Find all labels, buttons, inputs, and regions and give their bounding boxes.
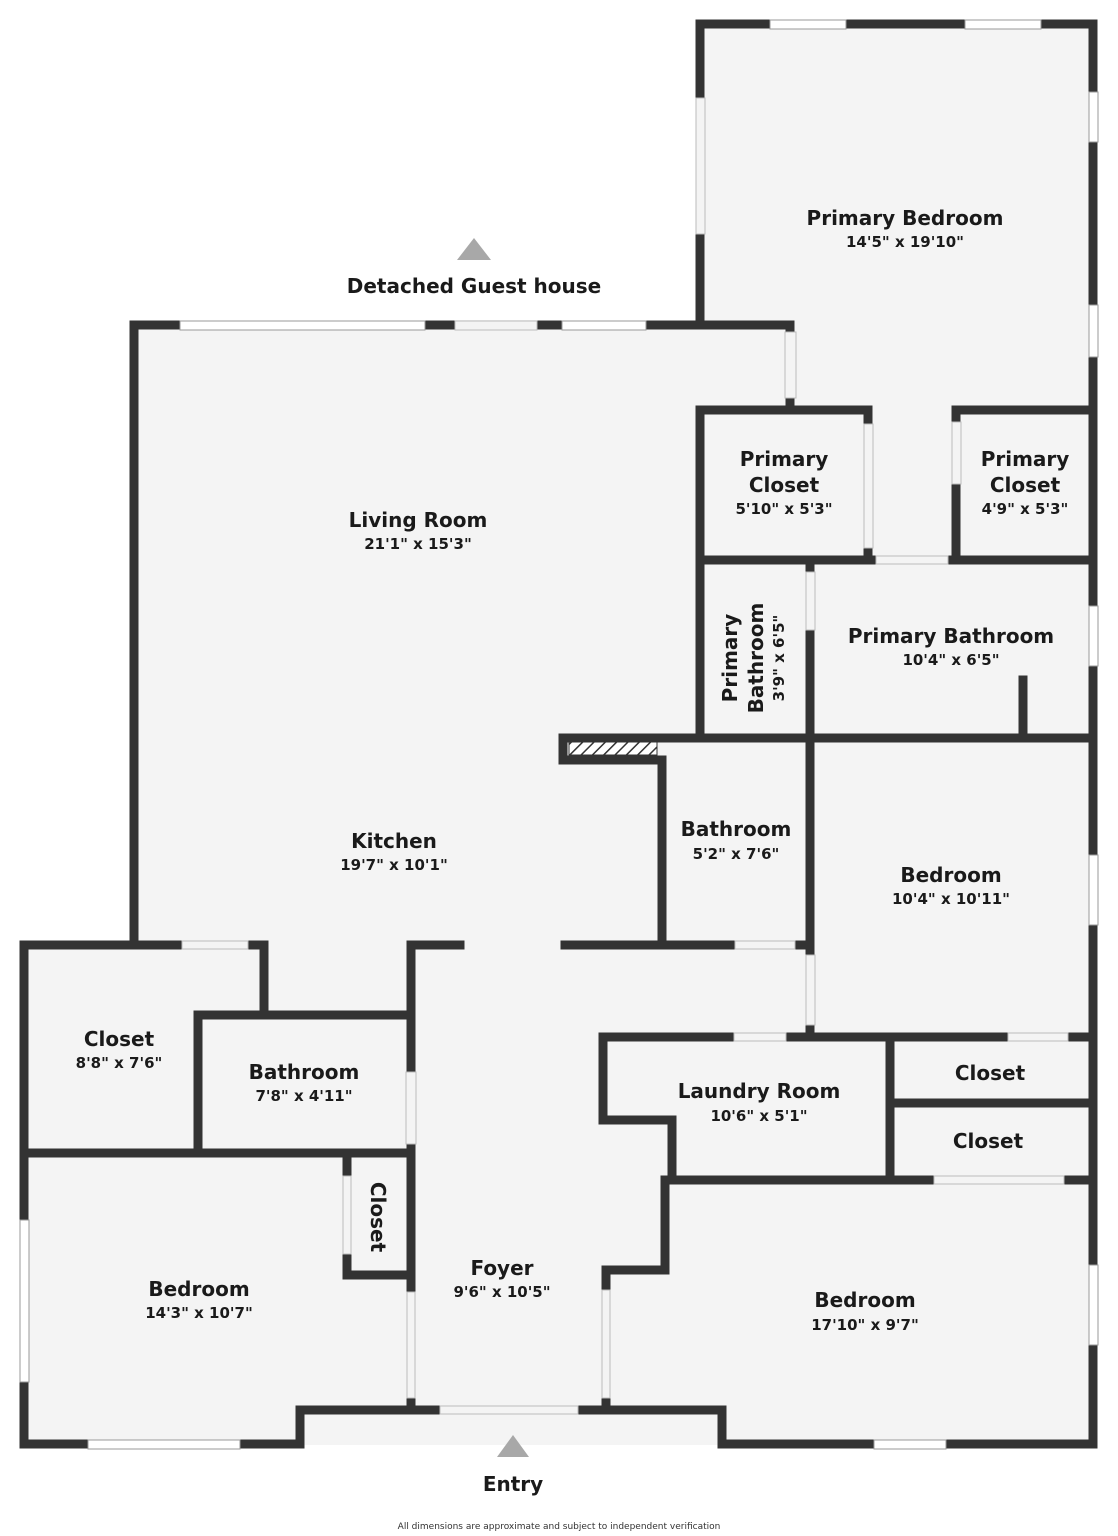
room-name: Closet [990, 473, 1061, 497]
door-outlines [181, 97, 1069, 1415]
room-bathroom-left: Bathroom 7'8" x 4'11" [249, 1060, 360, 1105]
room-name: Closet [953, 1129, 1024, 1153]
footnote: All dimensions are approximate and subje… [398, 1522, 721, 1532]
room-dimensions: 4'9" x 5'3" [982, 500, 1069, 518]
room-name: Bedroom [900, 863, 1001, 887]
room-primary-closet-right: Primary Closet 4'9" x 5'3" [981, 447, 1070, 518]
room-closet-right-bottom: Closet [953, 1129, 1024, 1153]
room-name: Closet [84, 1027, 155, 1051]
room-name: Bathroom [744, 603, 768, 714]
hatched-fixture [568, 741, 658, 756]
window [1088, 91, 1099, 143]
room-name: Closet [749, 473, 820, 497]
window [1088, 304, 1099, 358]
room-bedroom-bottom-right: Bedroom 17'10" x 9'7" [811, 1288, 919, 1334]
room-name: Bedroom [814, 1288, 915, 1312]
room-foyer: Foyer 9'6" x 10'5" [453, 1256, 550, 1301]
room-bathroom-center: Bathroom 5'2" x 7'6" [681, 817, 792, 863]
room-dimensions: 5'10" x 5'3" [735, 500, 832, 518]
guest-house-arrow-icon [457, 238, 491, 260]
window [769, 19, 847, 30]
window [1088, 605, 1099, 667]
entry-arrow-icon [497, 1435, 529, 1457]
room-dimensions: 21'1" x 15'3" [364, 535, 472, 553]
room-name: Closet [366, 1182, 390, 1253]
window [87, 1439, 241, 1450]
room-dimensions: 9'6" x 10'5" [453, 1283, 550, 1301]
room-kitchen: Kitchen 19'7" x 10'1" [340, 829, 448, 874]
room-name: Laundry Room [678, 1079, 841, 1103]
room-bedroom-right: Bedroom 10'4" x 10'11" [892, 863, 1010, 908]
room-dimensions: 14'3" x 10'7" [145, 1304, 253, 1322]
window [19, 1219, 30, 1383]
window [1088, 854, 1099, 926]
room-closet-right-top: Closet [955, 1061, 1026, 1085]
room-dimensions: 10'4" x 10'11" [892, 890, 1010, 908]
window [179, 320, 426, 331]
room-dimensions: 3'9" x 6'5" [770, 615, 788, 702]
room-primary-closet-left: Primary Closet 5'10" x 5'3" [735, 447, 832, 518]
room-dimensions: 8'8" x 7'6" [76, 1054, 163, 1072]
room-name: Primary [718, 614, 742, 703]
room-laundry-room: Laundry Room 10'6" x 5'1" [678, 1079, 841, 1125]
room-name: Primary Bathroom [848, 624, 1054, 648]
room-name: Living Room [349, 508, 488, 532]
room-dimensions: 10'6" x 5'1" [710, 1107, 807, 1125]
room-name: Bathroom [249, 1060, 360, 1084]
room-dimensions: 14'5" x 19'10" [846, 233, 964, 251]
room-dimensions: 10'4" x 6'5" [902, 651, 999, 669]
room-name: Bedroom [148, 1277, 249, 1301]
floor-area [24, 24, 1095, 1445]
room-closet-left: Closet 8'8" x 7'6" [76, 1027, 163, 1072]
room-dimensions: 7'8" x 4'11" [255, 1087, 352, 1105]
room-name: Primary [740, 447, 829, 471]
room-primary-bedroom: Primary Bedroom 14'5" x 19'10" [807, 206, 1004, 251]
door-openings [182, 98, 1068, 1415]
room-closet-small: Closet [366, 1182, 390, 1253]
room-primary-bathroom-small: Primary Bathroom 3'9" x 6'5" [718, 603, 788, 714]
entry-label: Entry [483, 1472, 543, 1496]
room-name: Primary [981, 447, 1070, 471]
room-bedroom-left: Bedroom 14'3" x 10'7" [145, 1277, 253, 1322]
room-primary-bathroom: Primary Bathroom 10'4" x 6'5" [848, 624, 1054, 669]
room-name: Kitchen [351, 829, 437, 853]
window [1088, 1264, 1099, 1346]
room-name: Closet [955, 1061, 1026, 1085]
room-name: Bathroom [681, 817, 792, 841]
windows [19, 19, 1099, 1450]
room-name: Primary Bedroom [807, 206, 1004, 230]
guest-house-label: Detached Guest house [347, 274, 602, 298]
room-dimensions: 19'7" x 10'1" [340, 856, 448, 874]
window [873, 1439, 947, 1450]
room-name: Foyer [470, 1256, 533, 1280]
room-living-room: Living Room 21'1" x 15'3" [349, 508, 488, 553]
room-dimensions: 5'2" x 7'6" [693, 845, 780, 863]
window [964, 19, 1042, 30]
room-dimensions: 17'10" x 9'7" [811, 1316, 919, 1334]
window [561, 320, 647, 331]
